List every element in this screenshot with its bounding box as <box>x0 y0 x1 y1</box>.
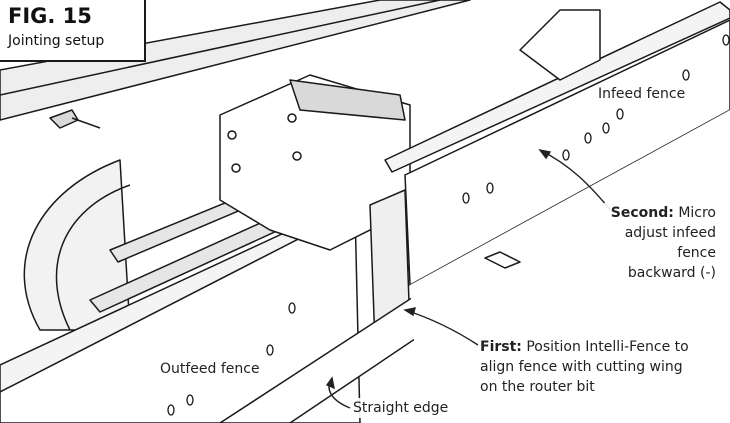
figure-caption: Jointing setup <box>8 33 105 49</box>
screw-1 <box>227 130 237 140</box>
screw-2 <box>287 113 297 123</box>
figure-caption-box: FIG. 15 Jointing setup <box>0 0 146 62</box>
screw-4 <box>292 151 302 161</box>
straight-edge-label: Straight edge <box>353 398 449 418</box>
outfeed-fence-label: Outfeed fence <box>160 359 260 379</box>
router-drum <box>23 159 131 331</box>
second-step-label: Second: Micro adjust infeed fence backwa… <box>584 203 716 283</box>
bracket-stand <box>519 9 601 81</box>
first-step-label: First: Position Intelli-Fence to align f… <box>480 337 726 397</box>
screw-3 <box>231 163 241 173</box>
infeed-fence-scale <box>384 1 730 173</box>
infeed-fence-label: Infeed fence <box>598 84 686 104</box>
outfeed-fence-face <box>0 209 361 423</box>
top-rail <box>0 0 471 121</box>
direction-arrow <box>484 251 521 269</box>
figure-number: FIG. 15 <box>8 4 92 28</box>
router-housing <box>219 74 411 251</box>
